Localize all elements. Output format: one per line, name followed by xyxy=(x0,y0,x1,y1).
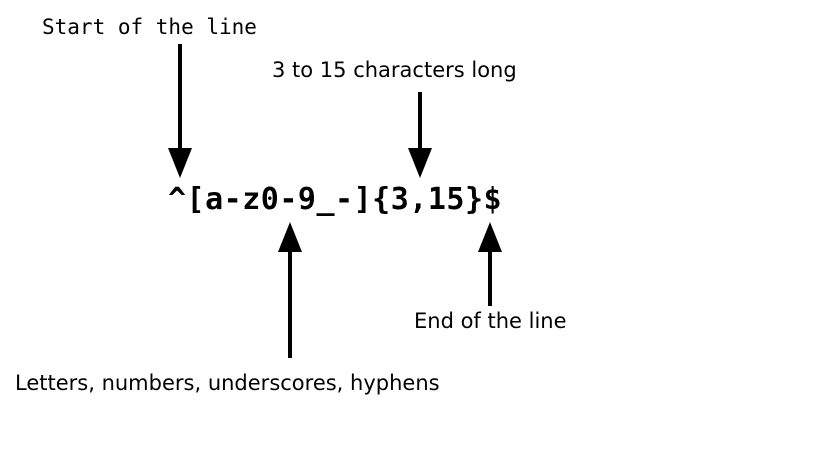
arrow-down-start-of-line xyxy=(168,44,192,178)
annotation-label-allowed-chars: Letters, numbers, underscores, hyphens xyxy=(15,371,440,395)
arrow-up-allowed-chars xyxy=(278,222,302,358)
annotation-label-length: 3 to 15 characters long xyxy=(272,58,517,82)
annotation-label-end-of-line: End of the line xyxy=(414,309,567,333)
annotation-label-start-of-line: Start of the line xyxy=(42,15,257,39)
regex-pattern-text: ^[a-z0-9_-]{3,15}$ xyxy=(168,182,503,217)
arrow-up-end-of-line xyxy=(478,222,502,306)
arrow-down-length xyxy=(408,92,432,178)
